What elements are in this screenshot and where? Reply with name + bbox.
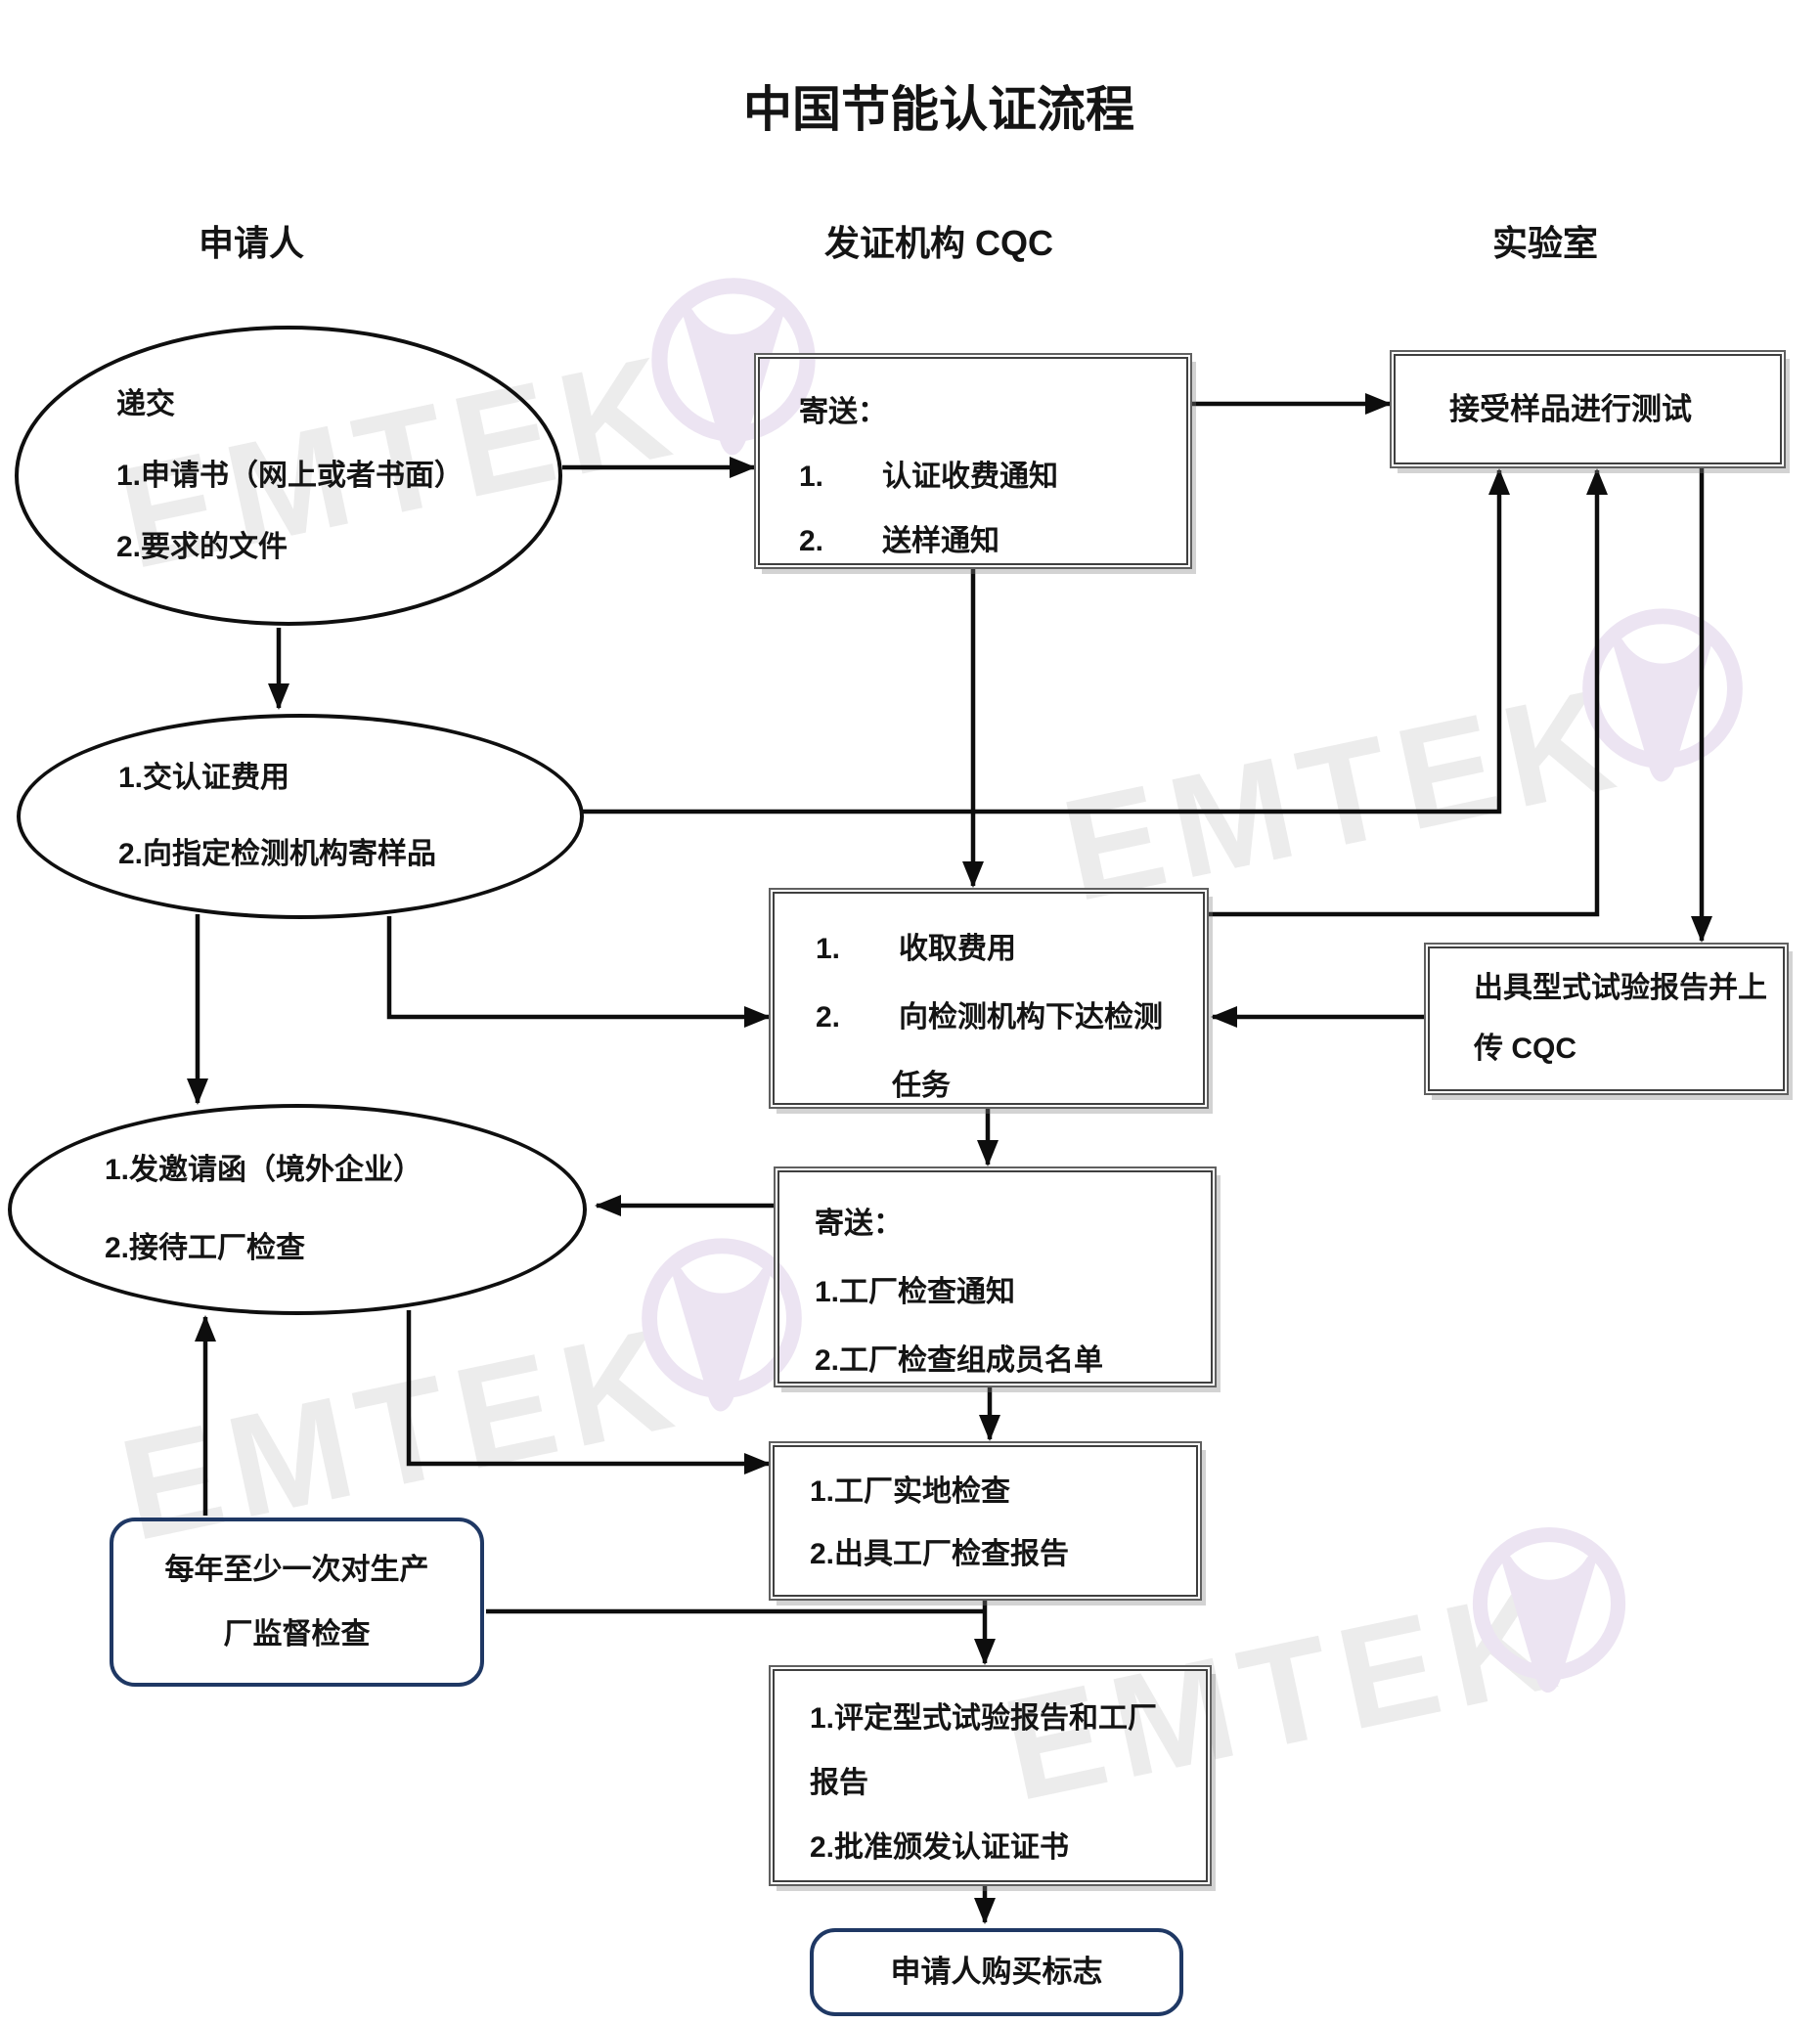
node-line: 2.要求的文件: [116, 531, 289, 563]
node-line: 1.评定型式试验报告和工厂: [810, 1702, 1158, 1735]
column-header-applicant: 申请人: [198, 223, 304, 263]
node-line: 1.交认证费用: [118, 762, 290, 794]
node-line: 2. 向检测机构下达检测: [816, 1001, 1164, 1034]
node-line: 每年至少一次对生产: [164, 1553, 429, 1586]
node-accept-sample-test: 接受样品进行测试: [1394, 354, 1782, 464]
node-line: 2.接待工厂检查: [105, 1232, 306, 1264]
node-line: 2.工厂检查组成员名单: [815, 1344, 1104, 1377]
node-evaluate-issue-cert: 1.评定型式试验报告和工厂 报告 2.批准颁发认证证书: [773, 1669, 1208, 1882]
node-line: 2.出具工厂检查报告: [810, 1538, 1070, 1570]
node-line: 2. 送样通知: [799, 525, 1000, 557]
node-line: 寄送：: [815, 1208, 903, 1240]
arrow-pay-fee-to-collect-fee: [386, 916, 771, 1028]
node-line: 申请人购买标志: [890, 1955, 1103, 1989]
node-line: 传 CQC: [1474, 1033, 1576, 1065]
node-collect-fee: 1. 收取费用 2. 向检测机构下达检测 任务: [773, 892, 1205, 1105]
node-line: 2.批准颁发认证证书: [810, 1831, 1070, 1864]
arrow-collect-fee-to-lab-test: [1209, 468, 1608, 917]
arrow-pay-fee-to-lab-test: [582, 468, 1510, 814]
node-line: 出具型式试验报告并上: [1474, 972, 1767, 1004]
node-line: 任务: [892, 1070, 951, 1102]
node-line: 递交: [116, 388, 175, 420]
arrow-invite-to-site-inspection: [406, 1310, 771, 1474]
column-header-issuer: 发证机构 CQC: [823, 223, 1053, 263]
node-line: 1.发邀请函（境外企业）: [105, 1154, 423, 1186]
node-invite-inspection: 1.发邀请函（境外企业） 2.接待工厂检查: [8, 1104, 587, 1315]
node-submit-application: 递交 1.申请书（网上或者书面） 2.要求的文件: [15, 326, 562, 626]
node-line: 1. 收取费用: [816, 933, 1017, 965]
node-line: 1.工厂检查通知: [815, 1276, 1016, 1308]
node-annual-supervision: 每年至少一次对生产 厂监督检查: [110, 1518, 484, 1687]
node-inspection-notice: 寄送： 1.工厂检查通知 2.工厂检查组成员名单: [777, 1170, 1213, 1384]
node-line: 2.向指定检测机构寄样品: [118, 838, 437, 870]
node-line: 1. 认证收费通知: [799, 461, 1059, 493]
node-line: 报告: [810, 1767, 868, 1799]
node-pay-fee: 1.交认证费用 2.向指定检测机构寄样品: [17, 714, 584, 919]
node-issue-test-report: 出具型式试验报告并上 传 CQC: [1428, 946, 1785, 1091]
node-line: 厂监督检查: [223, 1617, 371, 1650]
node-buy-mark: 申请人购买标志: [810, 1928, 1183, 2016]
column-header-lab: 实验室: [1491, 223, 1598, 263]
node-line: 1.申请书（网上或者书面）: [116, 460, 465, 492]
node-line: 寄送：: [799, 396, 887, 428]
node-site-inspection: 1.工厂实地检查 2.出具工厂检查报告: [773, 1445, 1198, 1597]
node-line: 1.工厂实地检查: [810, 1475, 1011, 1508]
node-send-notices: 寄送： 1. 认证收费通知 2. 送样通知: [758, 357, 1188, 565]
node-line: 接受样品进行测试: [1449, 391, 1692, 426]
page-title: 中国节能认证流程: [743, 82, 1134, 137]
